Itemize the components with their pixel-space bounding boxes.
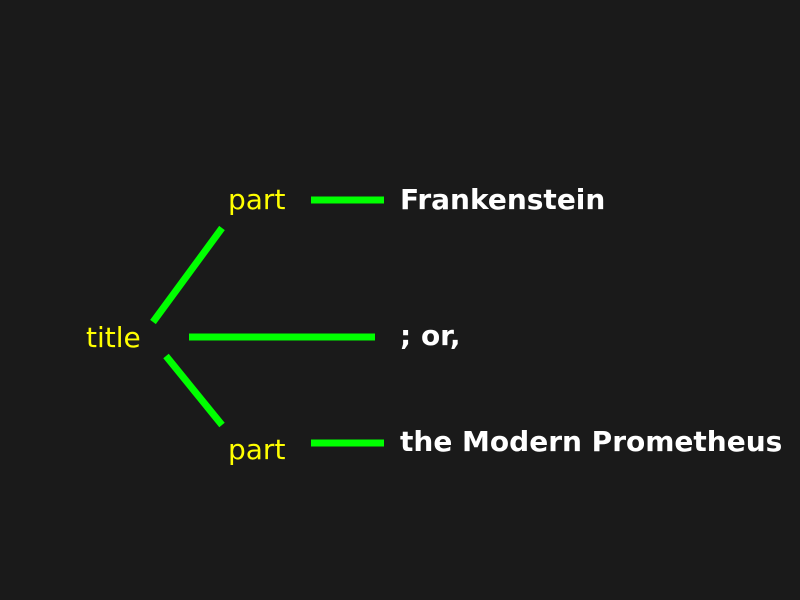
leaf-separator: ; or,	[400, 319, 461, 352]
node-part-top: part	[228, 183, 286, 216]
leaf-modern-prometheus: the Modern Prometheus	[400, 425, 783, 458]
node-part-bottom: part	[228, 433, 286, 466]
edge-title-to-part-top	[150, 225, 225, 325]
leaf-frankenstein: Frankenstein	[400, 183, 606, 216]
edge-title-to-part-bottom	[163, 353, 225, 428]
node-title: title	[86, 321, 141, 354]
